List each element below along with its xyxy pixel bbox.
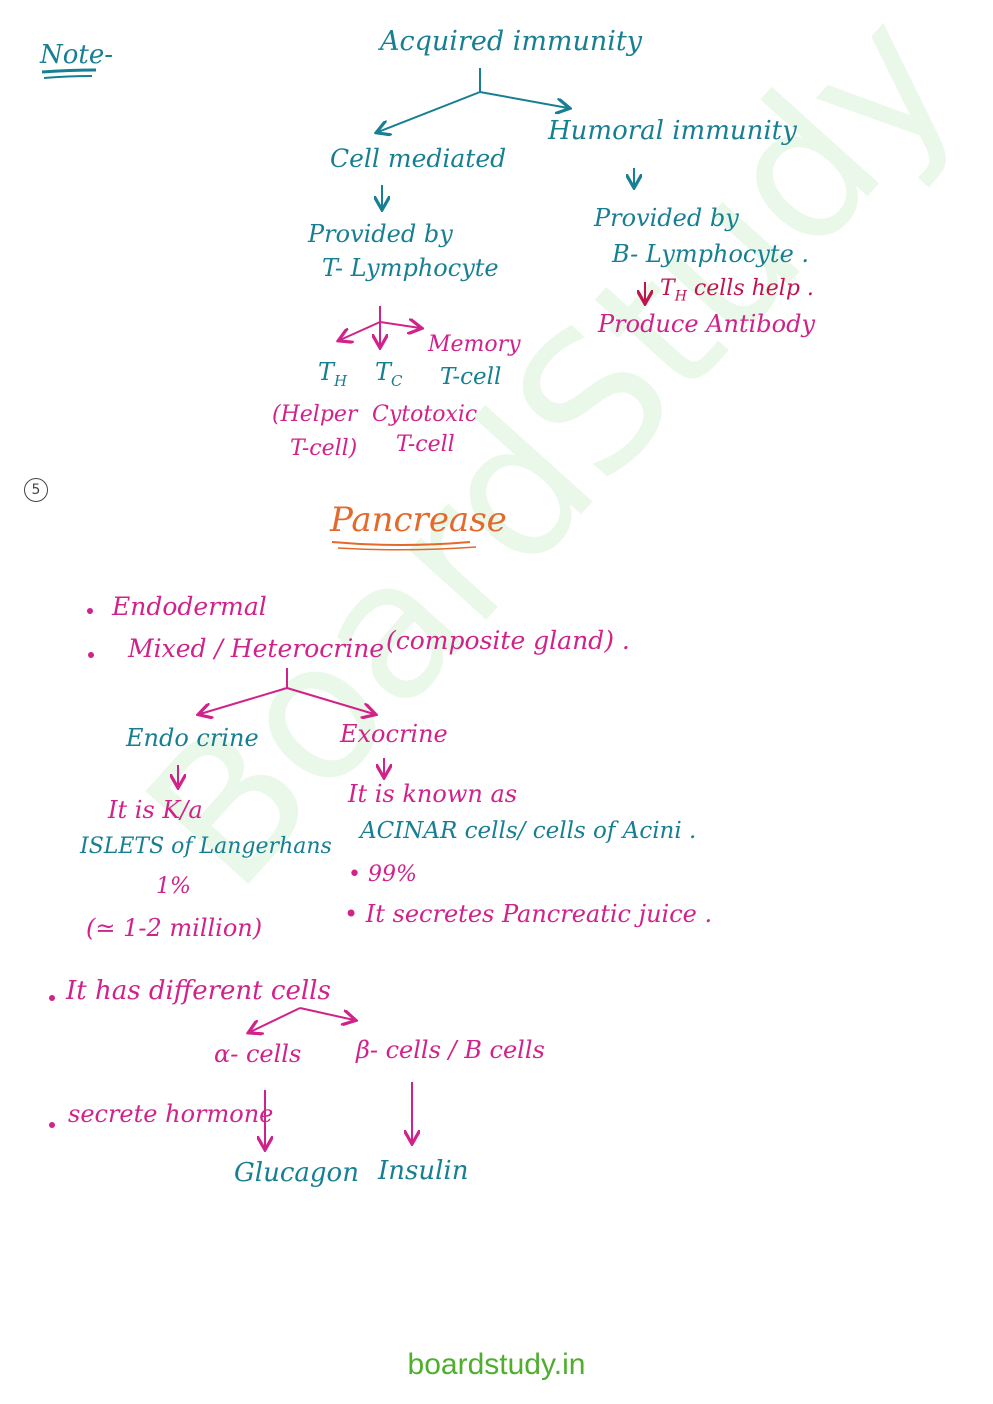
acinar-cells: ACINAR cells/ cells of Acini . (360, 818, 697, 844)
footer-site-label: boardstudy.in (407, 1348, 586, 1381)
cell-mediated-title: Cell mediated (330, 144, 507, 173)
acquired-immunity-title: Acquired immunity (380, 26, 643, 57)
cell-mediated-provided-by: Provided by (308, 220, 453, 248)
note-label: Note- (40, 40, 114, 70)
cytotoxic-label: Cytotoxic (372, 402, 478, 427)
helper-label: (Helper (272, 402, 358, 427)
secrete-hormone: secrete hormone (68, 1100, 274, 1128)
endocrine-title: Endo crine (126, 724, 259, 752)
helper-t-cell: T-cell) (290, 436, 358, 461)
memory-t-cell: T-cell (440, 364, 502, 390)
th-cells-help: TH cells help . (660, 276, 814, 305)
pancreatic-juice: • It secretes Pancreatic juice . (344, 900, 713, 928)
circled-number: 5 (24, 478, 48, 502)
th-cell: TH (318, 358, 348, 390)
t-lymphocyte: T- Lymphocyte (322, 254, 499, 282)
alpha-cells: α- cells (214, 1040, 302, 1068)
endocrine-percent: 1% (156, 874, 191, 899)
humoral-immunity-title: Humoral immunity (548, 116, 797, 146)
endocrine-known-as: It is K/a (108, 796, 203, 824)
islet-count: (≃ 1-2 million) (86, 914, 263, 942)
insulin: Insulin (378, 1156, 469, 1186)
bullet-heterocrine: Mixed / Heterocrine (128, 634, 385, 663)
exocrine-title: Exocrine (340, 720, 448, 748)
composite-gland: (composite gland) . (386, 626, 630, 655)
produce-antibody: Produce Antibody (598, 310, 816, 338)
glucagon: Glucagon (234, 1158, 359, 1188)
humoral-provided-by: Provided by (594, 204, 739, 232)
pancrease-title: Pancrease (330, 500, 507, 540)
different-cells: It has different cells (66, 976, 331, 1006)
exocrine-known-as: It is known as (348, 780, 518, 808)
b-lymphocyte: B- Lymphocyte . (612, 240, 810, 268)
bullet-endodermal: Endodermal (112, 592, 267, 621)
memory-label: Memory (428, 332, 521, 357)
exocrine-percent: • 99% (348, 862, 417, 887)
islets-of-langerhans: ISLETS of Langerhans (80, 834, 332, 859)
beta-cells: β- cells / B cells (356, 1036, 545, 1064)
cytotoxic-t-cell: T-cell (396, 432, 455, 457)
tc-cell: TC (375, 358, 403, 390)
